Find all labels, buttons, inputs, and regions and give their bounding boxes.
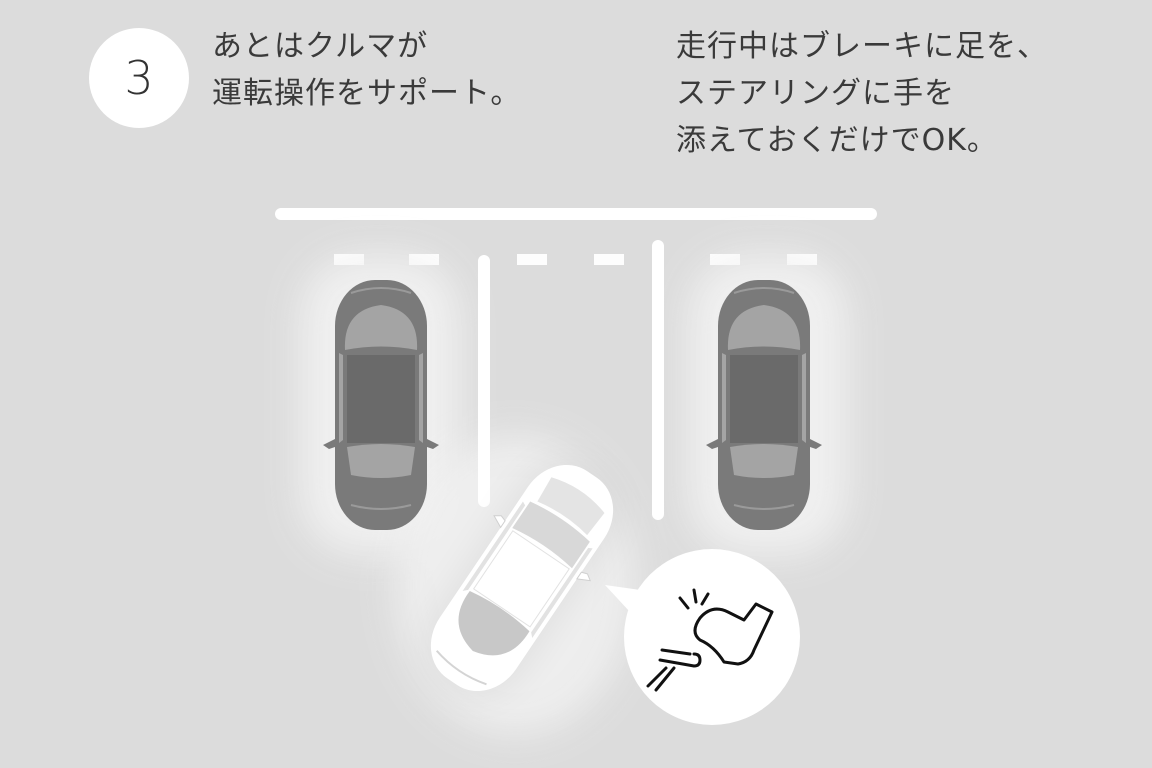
parking-top-line xyxy=(275,208,877,220)
foot-on-brake-pedal-icon xyxy=(605,549,800,725)
caption-right: 走行中はブレーキに足を、 ステアリングに手を 添えておくだけでOK。 xyxy=(676,23,1048,164)
moving-car xyxy=(403,440,641,716)
parking-divider-left xyxy=(478,255,490,507)
parking-divider-right xyxy=(652,240,664,520)
step-number-badge: 3 xyxy=(89,28,189,128)
step-number: 3 xyxy=(124,51,154,105)
caption-right-line-2: ステアリングに手を xyxy=(676,76,955,111)
parked-car-left xyxy=(322,279,440,531)
caption-left: あとはクルマが 運転操作をサポート。 xyxy=(212,23,521,117)
caption-right-line-1: 走行中はブレーキに足を、 xyxy=(676,29,1048,64)
caption-right-line-3: 添えておくだけでOK。 xyxy=(676,123,998,158)
caption-left-line-1: あとはクルマが xyxy=(212,29,429,64)
caption-left-line-2: 運転操作をサポート。 xyxy=(212,76,522,111)
parked-car-right xyxy=(705,279,823,531)
